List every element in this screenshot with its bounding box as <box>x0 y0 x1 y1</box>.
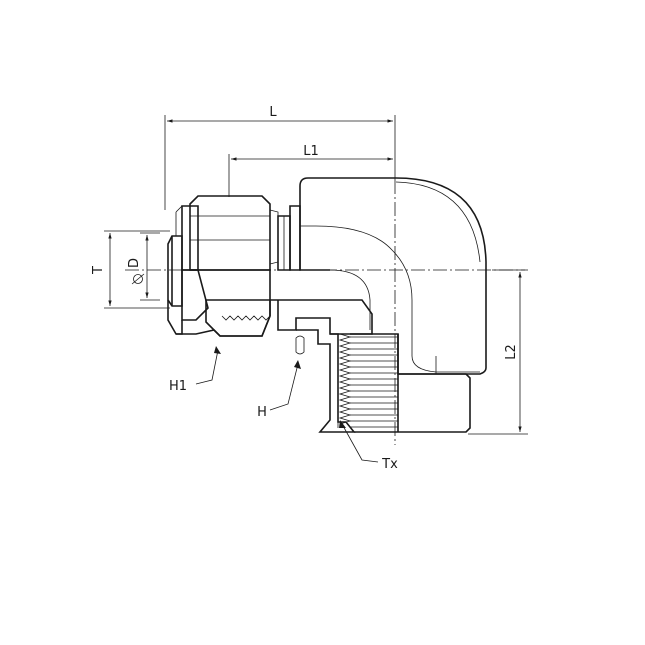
dimension-t: T <box>91 230 170 309</box>
dimension-l1: L1 <box>228 144 393 197</box>
union-nut <box>189 195 279 271</box>
label-d: D <box>127 258 142 268</box>
label-h1: H1 <box>169 379 187 394</box>
label-h: H <box>257 405 267 420</box>
centre-lines <box>125 180 525 445</box>
label-l2: L2 <box>504 344 519 360</box>
section-lower <box>167 269 471 433</box>
leader-h: H <box>257 360 301 420</box>
diameter-icon <box>131 273 145 285</box>
label-l1: L1 <box>303 144 319 159</box>
leader-tx: Tx <box>339 420 398 472</box>
label-l: L <box>269 105 277 120</box>
label-t: T <box>91 266 106 275</box>
elbow-body <box>299 177 487 375</box>
tube-stub <box>167 235 183 307</box>
label-tx: Tx <box>381 457 398 472</box>
dimension-l2: L2 <box>468 269 528 435</box>
dimension-l: L <box>164 105 396 210</box>
leader-h1: H1 <box>169 346 221 394</box>
dimension-d: D <box>127 232 160 301</box>
body-neck <box>277 205 301 271</box>
